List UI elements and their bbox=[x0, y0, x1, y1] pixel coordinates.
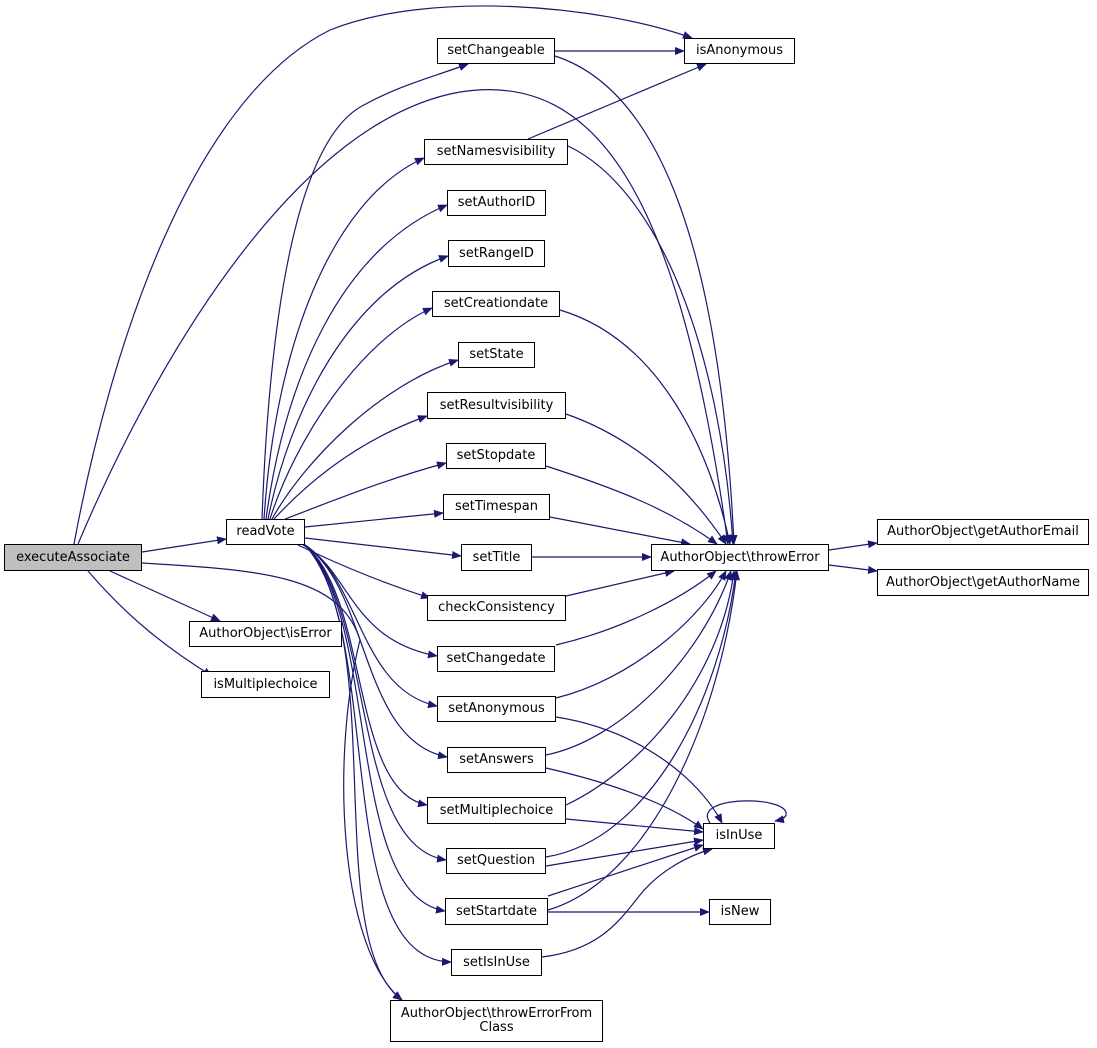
node-setQuestion[interactable]: setQuestion bbox=[446, 848, 546, 874]
node-isError[interactable]: AuthorObject\isError bbox=[189, 621, 342, 647]
edge-rv-setState bbox=[271, 358, 459, 520]
node-setStopdate[interactable]: setStopdate bbox=[446, 443, 546, 469]
edge-isInUse-self bbox=[706, 800, 787, 824]
edge-exec-throwError bbox=[77, 89, 731, 545]
edge-exec-isAnonymous bbox=[73, 5, 693, 545]
node-setMultiplechoice[interactable]: setMultiplechoice bbox=[427, 797, 566, 824]
node-setRangeID[interactable]: setRangeID bbox=[448, 240, 545, 267]
edge-throwError-getAuthorName bbox=[828, 564, 878, 574]
edge-rv-setAuthorID bbox=[265, 204, 448, 520]
node-setChangedate[interactable]: setChangedate bbox=[437, 646, 555, 672]
edge-exec-throwErrorFromClass bbox=[141, 562, 403, 1001]
edge-setNamesvisibility-throwError bbox=[567, 145, 737, 545]
edge-setAnswers-throwError bbox=[545, 570, 732, 756]
node-setResultvisibility[interactable]: setResultvisibility bbox=[427, 392, 566, 419]
node-isInUse[interactable]: isInUse bbox=[703, 823, 775, 849]
edge-setMultiplechoice-throwError bbox=[565, 570, 737, 806]
node-setAnonymous[interactable]: setAnonymous bbox=[437, 696, 556, 722]
edge-setMultiplechoice-isInUse bbox=[565, 818, 704, 836]
edge-rv-setAnonymous bbox=[304, 544, 438, 709]
edge-rv-setStartdate bbox=[304, 544, 446, 914]
edge-setStopdate-throwError bbox=[545, 465, 718, 545]
edge-exec-readVote bbox=[141, 536, 227, 553]
node-throwError[interactable]: AuthorObject\throwError bbox=[651, 544, 829, 571]
node-setChangeable[interactable]: setChangeable bbox=[437, 38, 555, 64]
edge-setIsInUse-isInUse bbox=[541, 847, 713, 958]
node-setCreationdate[interactable]: setCreationdate bbox=[432, 291, 560, 317]
edge-setAnonymous-isInUse bbox=[555, 716, 723, 824]
edge-setResultvisibility-throwError bbox=[565, 413, 727, 545]
edge-rv-setCreationdate bbox=[269, 307, 433, 520]
node-setState[interactable]: setState bbox=[458, 342, 535, 368]
node-getAuthorName[interactable]: AuthorObject\getAuthorName bbox=[877, 569, 1089, 596]
edge-setStartdate-throwError bbox=[547, 570, 740, 911]
edge-setAnswers-isInUse bbox=[545, 767, 704, 830]
edge-throwError-getAuthorEmail bbox=[828, 540, 878, 551]
node-setStartdate[interactable]: setStartdate bbox=[445, 898, 548, 925]
edge-setQuestion-throwError bbox=[545, 570, 739, 858]
edge-setQuestion-isInUse bbox=[545, 837, 704, 867]
edge-rv-setRangeID bbox=[267, 255, 449, 520]
node-setIsInUse[interactable]: setIsInUse bbox=[451, 949, 542, 976]
edge-rv-checkConsistency bbox=[297, 544, 431, 600]
edge-rv-setChangeable bbox=[261, 63, 469, 520]
node-getAuthorEmail[interactable]: AuthorObject\getAuthorEmail bbox=[877, 519, 1089, 545]
edge-rv-setMultiplechoice bbox=[304, 544, 428, 808]
node-isAnonymous[interactable]: isAnonymous bbox=[684, 38, 795, 64]
edge-rv-setTimespan bbox=[304, 509, 444, 528]
edge-rv-setQuestion bbox=[304, 544, 447, 863]
edge-setCreationdate-throwError bbox=[559, 309, 733, 545]
node-checkConsistency[interactable]: checkConsistency bbox=[427, 595, 566, 621]
node-setAnswers[interactable]: setAnswers bbox=[447, 747, 546, 773]
node-setTimespan[interactable]: setTimespan bbox=[443, 494, 550, 520]
edge-rv-setTitle bbox=[304, 537, 462, 559]
node-readVote[interactable]: readVote bbox=[226, 519, 305, 545]
edge-checkConsistency-throwError bbox=[565, 569, 675, 597]
edge-setNamesvisibility-isAnonymous bbox=[527, 63, 707, 140]
node-executeAssociate[interactable]: executeAssociate bbox=[4, 544, 142, 571]
edge-setChangeable-throwError bbox=[554, 55, 738, 545]
node-setNamesvisibility[interactable]: setNamesvisibility bbox=[424, 139, 568, 165]
edge-setAnonymous-throwError bbox=[555, 570, 727, 699]
edge-rv-setAnswers bbox=[304, 544, 448, 760]
node-throwErrorFromClass[interactable]: AuthorObject\throwErrorFrom Class bbox=[390, 1000, 603, 1042]
edge-exec-isMultiplechoice bbox=[87, 570, 213, 677]
edge-setTimespan-throwError bbox=[549, 516, 691, 547]
edge-setChangedate-throwError bbox=[555, 570, 717, 646]
edge-setStartdate-isInUse bbox=[547, 844, 704, 897]
edge-rv-setNamesvisibility bbox=[263, 157, 425, 520]
node-setTitle[interactable]: setTitle bbox=[461, 544, 532, 571]
edge-rv-throwErrorFromClass bbox=[304, 544, 403, 1001]
edge-exec-isError bbox=[109, 570, 221, 622]
edge-rv-setResultvisibility bbox=[273, 415, 428, 520]
node-isNew[interactable]: isNew bbox=[709, 899, 771, 925]
node-isMultiplechoice[interactable]: isMultiplechoice bbox=[201, 671, 330, 698]
node-setAuthorID[interactable]: setAuthorID bbox=[447, 190, 546, 216]
edge-rv-setStopdate bbox=[284, 461, 447, 520]
